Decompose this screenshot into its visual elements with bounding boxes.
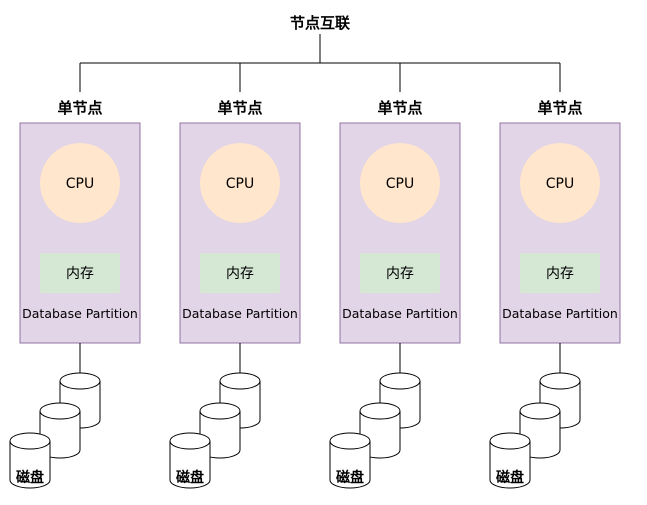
disk-body [9, 432, 51, 489]
interconnect-title: 节点互联 [290, 14, 351, 32]
memory-box [360, 253, 440, 293]
partition-label: Database Partition [182, 306, 298, 321]
disk-rim [329, 440, 371, 450]
disk-body [489, 432, 531, 489]
memory-box [520, 253, 600, 293]
cpu-label: CPU [546, 176, 574, 192]
partition-label: Database Partition [502, 306, 618, 321]
interconnect-lines [80, 34, 560, 64]
disk-rim [199, 410, 241, 420]
disk-rim [519, 410, 561, 420]
memory-label: 内存 [66, 266, 94, 282]
disk-body [169, 432, 211, 489]
disk-rim [59, 380, 101, 390]
disk-cylinder: 磁盘 [329, 432, 371, 489]
disk-rim [169, 440, 211, 450]
node-label: 单节点 [377, 99, 422, 117]
cpu-label: CPU [66, 176, 94, 192]
node-group: 单节点 CPU 内存 Database Partition 磁盘 [9, 63, 141, 489]
cpu-circle [520, 143, 600, 223]
node-group: 单节点 CPU 内存 Database Partition 磁盘 [489, 63, 621, 489]
disk-cylinder: 磁盘 [9, 432, 51, 489]
memory-box [200, 253, 280, 293]
memory-box [40, 253, 120, 293]
disk-rim [379, 380, 421, 390]
cpu-circle [360, 143, 440, 223]
disk-rim [39, 410, 81, 420]
partition-label: Database Partition [22, 306, 138, 321]
memory-label: 内存 [546, 266, 574, 282]
disk-rim [539, 380, 581, 390]
disk-cylinder: 磁盘 [169, 432, 211, 489]
cpu-circle [200, 143, 280, 223]
disk-label: 磁盘 [336, 469, 364, 486]
cpu-label: CPU [386, 176, 414, 192]
cpu-label: CPU [226, 176, 254, 192]
disk-rim [9, 440, 51, 450]
disk-label: 磁盘 [176, 469, 204, 486]
node-label: 单节点 [217, 99, 262, 117]
nodes-layer: 单节点 CPU 内存 Database Partition 磁盘 单节点 CPU 内存 Data… [9, 63, 621, 489]
cpu-circle [40, 143, 120, 223]
node-label: 单节点 [537, 99, 582, 117]
memory-label: 内存 [386, 266, 414, 282]
disk-rim [359, 410, 401, 420]
node-group: 单节点 CPU 内存 Database Partition 磁盘 [329, 63, 461, 489]
disk-rim [489, 440, 531, 450]
node-group: 单节点 CPU 内存 Database Partition 磁盘 [169, 63, 301, 489]
memory-label: 内存 [226, 266, 254, 282]
node-label: 单节点 [57, 99, 102, 117]
disk-cylinder: 磁盘 [489, 432, 531, 489]
disk-label: 磁盘 [16, 469, 44, 486]
partition-label: Database Partition [342, 306, 458, 321]
disk-rim [219, 380, 261, 390]
disk-label: 磁盘 [496, 469, 524, 486]
disk-body [329, 432, 371, 489]
